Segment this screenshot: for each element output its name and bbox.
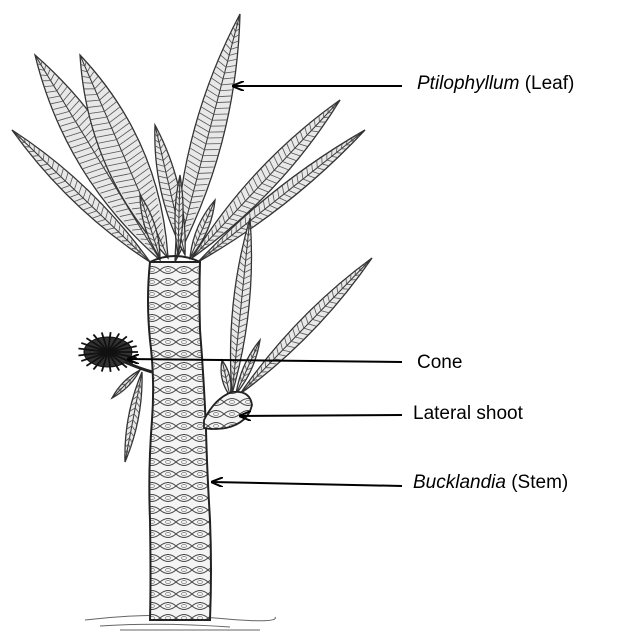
stem-label: Bucklandia (Stem) (413, 472, 568, 494)
lateral-shoot (204, 392, 252, 429)
lateral-shoot-label-text: Lateral shoot (413, 403, 523, 424)
bucklandia-stem (148, 256, 211, 620)
stem-arrow (212, 482, 402, 486)
frond (221, 360, 231, 396)
stem-label-normal: (Stem) (506, 472, 568, 493)
leaf-label-italic: Ptilophyllum (417, 73, 519, 94)
cone-label: Cone (417, 352, 462, 374)
cone (78, 332, 152, 372)
frond (240, 258, 372, 394)
stem-label-italic: Bucklandia (413, 472, 506, 493)
cone-label-text: Cone (417, 352, 462, 373)
leaf-label: Ptilophyllum (Leaf) (417, 73, 574, 95)
lateral-arrow (240, 415, 402, 416)
leaf-label-normal: (Leaf) (519, 73, 574, 94)
lateral-shoot-label: Lateral shoot (413, 403, 523, 425)
